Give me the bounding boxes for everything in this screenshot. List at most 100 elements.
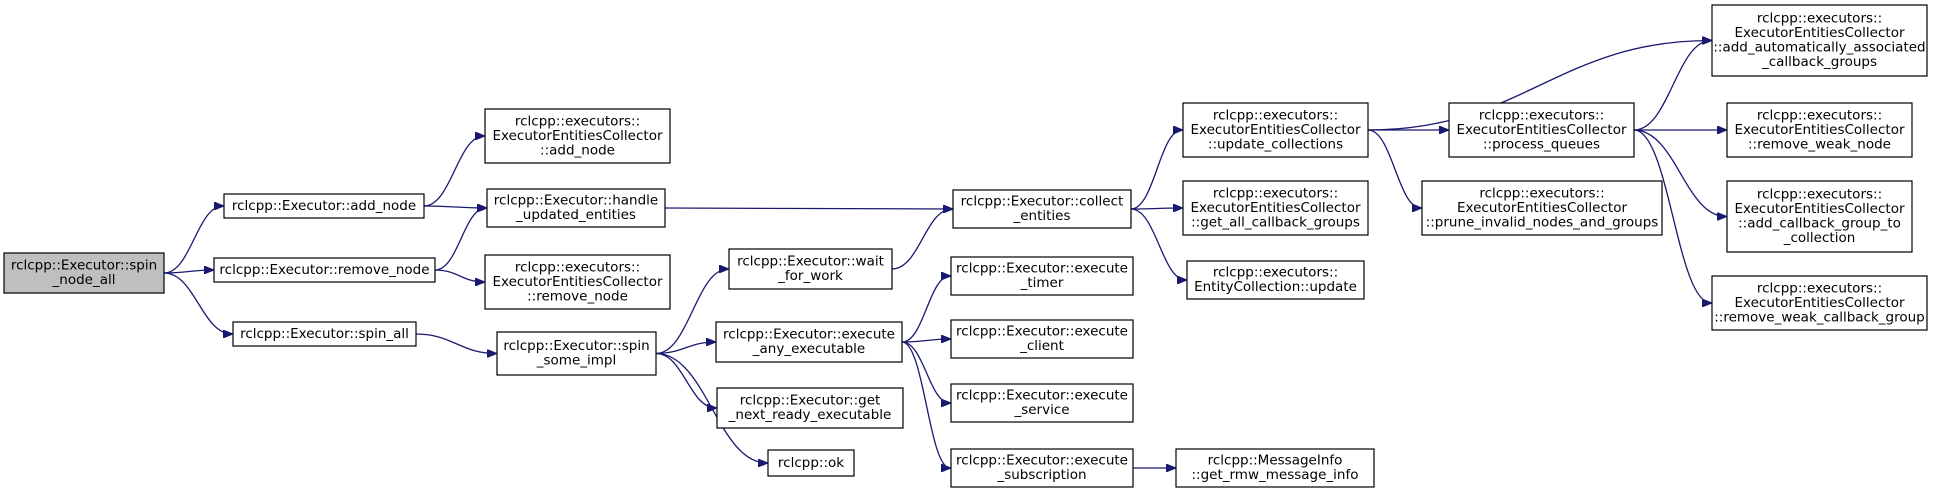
node-label-line: _collection — [1783, 230, 1856, 246]
node-label-line: ::remove_weak_node — [1748, 136, 1891, 152]
node-update-collections[interactable]: rclcpp::executors::ExecutorEntitiesColle… — [1182, 102, 1369, 158]
node-box — [486, 188, 666, 228]
node-spin-all[interactable]: rclcpp::Executor::spin_all — [232, 321, 417, 347]
node-process-queues[interactable]: rclcpp::executors::ExecutorEntitiesColle… — [1448, 102, 1635, 158]
edge-add-node-to-collector-add-node — [423, 136, 484, 207]
node-box — [950, 383, 1134, 423]
edge-collect-entities-to-update-collections — [1130, 130, 1182, 210]
node-label-line: rclcpp::executors:: — [1213, 107, 1338, 123]
node-get-next-ready-executable[interactable]: rclcpp::Executor::get_next_ready_executa… — [716, 387, 904, 429]
node-remove-weak-node[interactable]: rclcpp::executors::ExecutorEntitiesColle… — [1726, 102, 1913, 158]
node-box — [1711, 275, 1928, 331]
node-box — [950, 319, 1134, 359]
node-label-line: rclcpp::executors:: — [1213, 265, 1338, 281]
node-execute-any-executable[interactable]: rclcpp::Executor::execute_any_executable — [715, 321, 903, 363]
node-get-all-callback-groups[interactable]: rclcpp::executors::ExecutorEntitiesColle… — [1182, 180, 1369, 236]
node-box — [767, 449, 855, 477]
node-box — [484, 254, 671, 310]
node-label-line: rclcpp::executors:: — [515, 113, 640, 129]
node-label-line: rclcpp::executors:: — [515, 259, 640, 275]
node-box — [496, 331, 657, 376]
node-get-rmw-message-info[interactable]: rclcpp::MessageInfo::get_rmw_message_inf… — [1175, 448, 1375, 488]
node-box — [715, 321, 903, 363]
node-spin-some-impl[interactable]: rclcpp::Executor::spin_some_impl — [496, 331, 657, 376]
node-prune-invalid[interactable]: rclcpp::executors::ExecutorEntitiesColle… — [1421, 180, 1663, 236]
node-add-node[interactable]: rclcpp::Executor::add_node — [223, 193, 425, 219]
node-box — [728, 248, 893, 290]
node-label-line: _any_executable — [752, 341, 865, 357]
node-box — [232, 321, 417, 347]
node-collect-entities[interactable]: rclcpp::Executor::collect_entities — [952, 189, 1132, 229]
node-label-line: rclcpp::MessageInfo — [1208, 453, 1343, 469]
edge-handle-updated-entities-to-collect-entities — [664, 208, 952, 209]
node-label-line: ExecutorEntitiesCollector — [1734, 201, 1904, 217]
node-label-line: ::prune_invalid_nodes_and_groups — [1426, 214, 1659, 230]
edge-spin-node-all-to-spin-all — [163, 272, 232, 334]
node-collector-remove-node[interactable]: rclcpp::executors::ExecutorEntitiesColle… — [484, 254, 671, 310]
edge-spin-some-impl-to-ok — [655, 352, 767, 464]
node-label-line: ::add_node — [540, 142, 615, 158]
node-box — [223, 193, 425, 219]
edge-execute-any-executable-to-execute-subscription — [901, 341, 950, 468]
edge-remove-node-to-handle-updated-entities — [434, 208, 486, 271]
node-label-line: ::get_rmw_message_info — [1191, 467, 1358, 483]
node-label-line: _client — [1019, 338, 1064, 354]
edge-process-queues-to-remove-weak-cb-group — [1633, 129, 1711, 303]
edge-collect-entities-to-get-all-callback-groups — [1130, 208, 1182, 209]
node-add-auto-assoc[interactable]: rclcpp::executors::ExecutorEntitiesColle… — [1711, 4, 1928, 77]
node-label-line: rclcpp::ok — [778, 455, 844, 471]
node-execute-timer[interactable]: rclcpp::Executor::execute_timer — [950, 256, 1134, 296]
node-box — [1711, 4, 1928, 77]
node-label-line: _callback_groups — [1761, 54, 1877, 70]
node-box — [1182, 102, 1369, 158]
node-remove-weak-cb-group[interactable]: rclcpp::executors::ExecutorEntitiesColle… — [1711, 275, 1928, 331]
node-box — [484, 108, 671, 164]
node-label-line: rclcpp::Executor::add_node — [232, 198, 416, 214]
node-label-line: rclcpp::Executor::get — [740, 393, 881, 409]
node-execute-client[interactable]: rclcpp::Executor::execute_client — [950, 319, 1134, 359]
node-label-line: ExecutorEntitiesCollector — [492, 274, 662, 290]
node-collector-add-node[interactable]: rclcpp::executors::ExecutorEntitiesColle… — [484, 108, 671, 164]
node-handle-updated-entities[interactable]: rclcpp::Executor::handle_updated_entitie… — [486, 188, 666, 228]
node-label-line: _node_all — [52, 272, 116, 288]
node-label-line: ::process_queues — [1483, 136, 1600, 152]
node-box — [3, 252, 165, 294]
edge-execute-any-executable-to-execute-timer — [901, 276, 950, 343]
node-wait-for-work[interactable]: rclcpp::Executor::wait_for_work — [728, 248, 893, 290]
node-label-line: _for_work — [777, 268, 843, 284]
node-box — [213, 257, 436, 283]
node-box — [1186, 260, 1365, 300]
nodes-layer: rclcpp::Executor::spin_node_allrclcpp::E… — [3, 4, 1928, 488]
node-label-line: ::add_automatically_associated — [1713, 40, 1925, 56]
node-label-line: rclcpp::executors:: — [1479, 185, 1604, 201]
node-execute-subscription[interactable]: rclcpp::Executor::execute_subscription — [950, 448, 1134, 488]
edge-spin-some-impl-to-wait-for-work — [655, 269, 728, 355]
node-label-line: rclcpp::executors:: — [1757, 107, 1882, 123]
node-label-line: _entities — [1012, 208, 1070, 224]
node-label-line: _timer — [1020, 275, 1064, 291]
node-box — [950, 448, 1134, 488]
node-remove-node[interactable]: rclcpp::Executor::remove_node — [213, 257, 436, 283]
node-label-line: ExecutorEntitiesCollector — [492, 128, 662, 144]
node-label-line: rclcpp::Executor::spin_all — [240, 326, 409, 342]
node-label-line: rclcpp::executors:: — [1757, 11, 1882, 27]
node-label-line: _some_impl — [536, 353, 616, 369]
edge-remove-node-to-collector-remove-node — [434, 269, 484, 282]
node-label-line: ::remove_weak_callback_group — [1714, 309, 1925, 325]
edge-update-collections-to-prune-invalid — [1367, 129, 1421, 208]
node-entity-collection-update[interactable]: rclcpp::executors::EntityCollection::upd… — [1186, 260, 1365, 300]
node-box — [1448, 102, 1635, 158]
node-add-cb-group-to-collection[interactable]: rclcpp::executors::ExecutorEntitiesColle… — [1726, 180, 1913, 253]
node-label-line: EntityCollection::update — [1194, 279, 1357, 295]
node-box — [1726, 102, 1913, 158]
node-label-line: rclcpp::Executor::collect — [961, 194, 1124, 210]
node-execute-service[interactable]: rclcpp::Executor::execute_service — [950, 383, 1134, 423]
node-ok[interactable]: rclcpp::ok — [767, 449, 855, 477]
node-label-line: ExecutorEntitiesCollector — [1456, 122, 1626, 138]
node-label-line: ::update_collections — [1208, 136, 1343, 152]
node-spin-node-all[interactable]: rclcpp::Executor::spin_node_all — [3, 252, 165, 294]
edge-spin-node-all-to-add-node — [163, 206, 223, 274]
node-label-line: ::remove_node — [527, 288, 628, 304]
node-box — [952, 189, 1132, 229]
node-label-line: rclcpp::Executor::handle — [494, 193, 658, 209]
